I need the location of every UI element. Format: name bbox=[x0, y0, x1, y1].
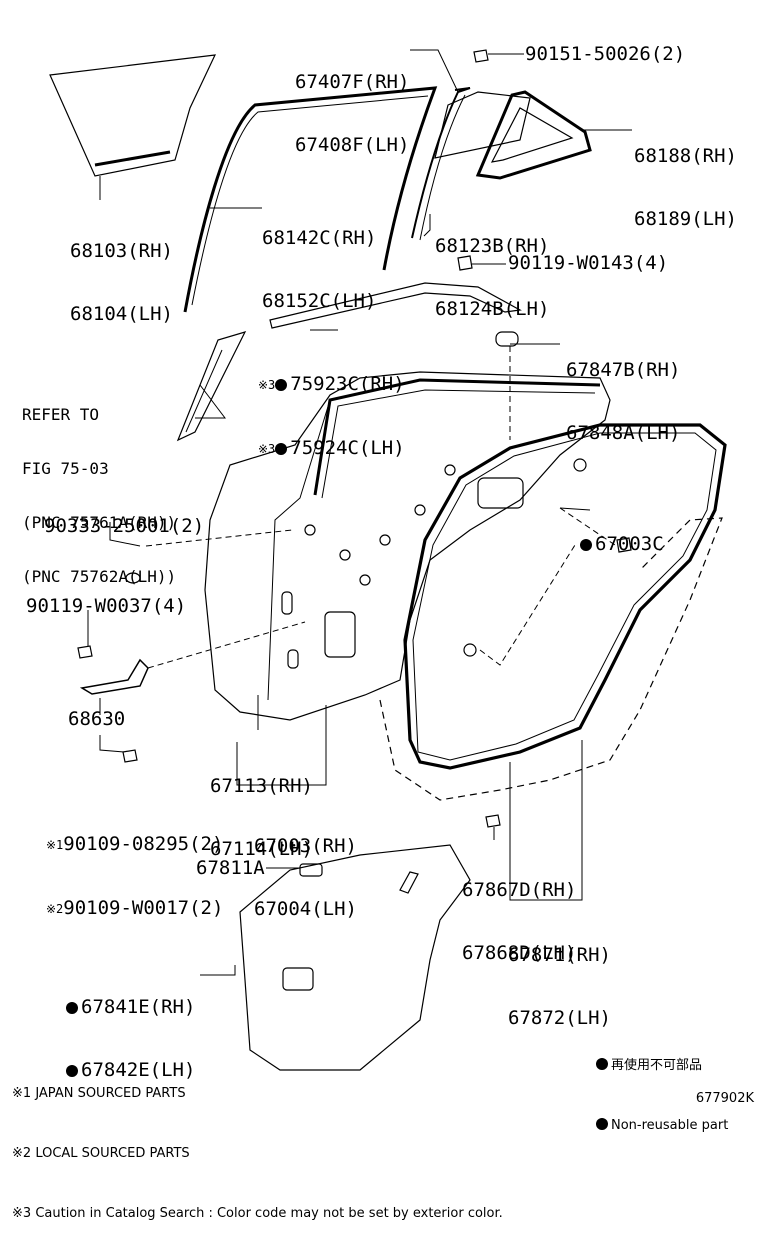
quarter-glass bbox=[434, 91, 531, 159]
legend: 再使用不可部品 Non-reusable part bbox=[596, 1016, 728, 1156]
part-label-90119-w0037: 90119-W0037(4) bbox=[26, 595, 187, 617]
part-label-67847b: 67847B(RH) 67848A(LH) bbox=[566, 359, 681, 444]
window-glass bbox=[49, 54, 217, 177]
part-label-68630: 68630 bbox=[68, 708, 126, 730]
part-label-68188: 68188(RH) 68189(LH) bbox=[634, 145, 737, 230]
quarter-frame bbox=[475, 90, 592, 180]
part-label-68142c: 68142C(RH) 68152C(LH) bbox=[262, 227, 377, 312]
part-label-67867d: 67867D(RH) 67868D(LH) bbox=[462, 879, 577, 964]
part-label-90333: 90333-25001(2) bbox=[44, 515, 205, 537]
part-label-68123b: 68123B(RH) 68124B(LH) bbox=[435, 235, 550, 320]
reference-note: REFER TO FIG 75-03 (PNC 75761A(RH)) (PNC… bbox=[22, 405, 177, 586]
division-bar bbox=[411, 87, 471, 239]
part-label-67003: 67003(RH) 67004(LH) bbox=[254, 835, 357, 920]
part-label-67841e: 67841E(RH) 67842E(LH) bbox=[66, 955, 195, 1102]
door-check bbox=[79, 658, 149, 695]
diagram-drawing bbox=[49, 49, 727, 1071]
part-label-67113: 67113(RH) 67114(LH) bbox=[210, 775, 313, 860]
footnotes: ※1 JAPAN SOURCED PARTS ※2 LOCAL SOURCED … bbox=[12, 1086, 503, 1221]
parts-diagram: 67407F(RH) 67408F(LH) 90151-50026(2) 681… bbox=[12, 43, 754, 1222]
glass-run bbox=[183, 86, 438, 313]
part-label-68103: 68103(RH) 68104(LH) bbox=[70, 240, 173, 325]
door-trim bbox=[239, 844, 471, 1071]
part-label-90119-w0143: 90119-W0143(4) bbox=[508, 252, 669, 274]
door-weatherstrip bbox=[403, 423, 727, 770]
door-panel bbox=[204, 371, 611, 721]
part-label-67871: 67871(RH) 67872(LH) bbox=[508, 944, 611, 1029]
pillar-garnish bbox=[176, 331, 247, 442]
belt-moulding bbox=[269, 282, 522, 329]
legend-jp: 再使用不可部品 bbox=[611, 1058, 703, 1073]
part-label-67003c: 67003C bbox=[580, 492, 664, 576]
part-label-90109: ※190109-08295(2) ※290109-W0017(2) bbox=[46, 833, 224, 919]
part-label-90151: 90151-50026(2) bbox=[525, 43, 686, 65]
diagram-id: 677902K bbox=[695, 1091, 754, 1106]
legend-en: Non-reusable part bbox=[611, 1118, 729, 1133]
part-label-67811a: 67811A bbox=[196, 857, 265, 879]
part-label-67407f: 67407F(RH) 67408F(LH) bbox=[295, 71, 410, 156]
